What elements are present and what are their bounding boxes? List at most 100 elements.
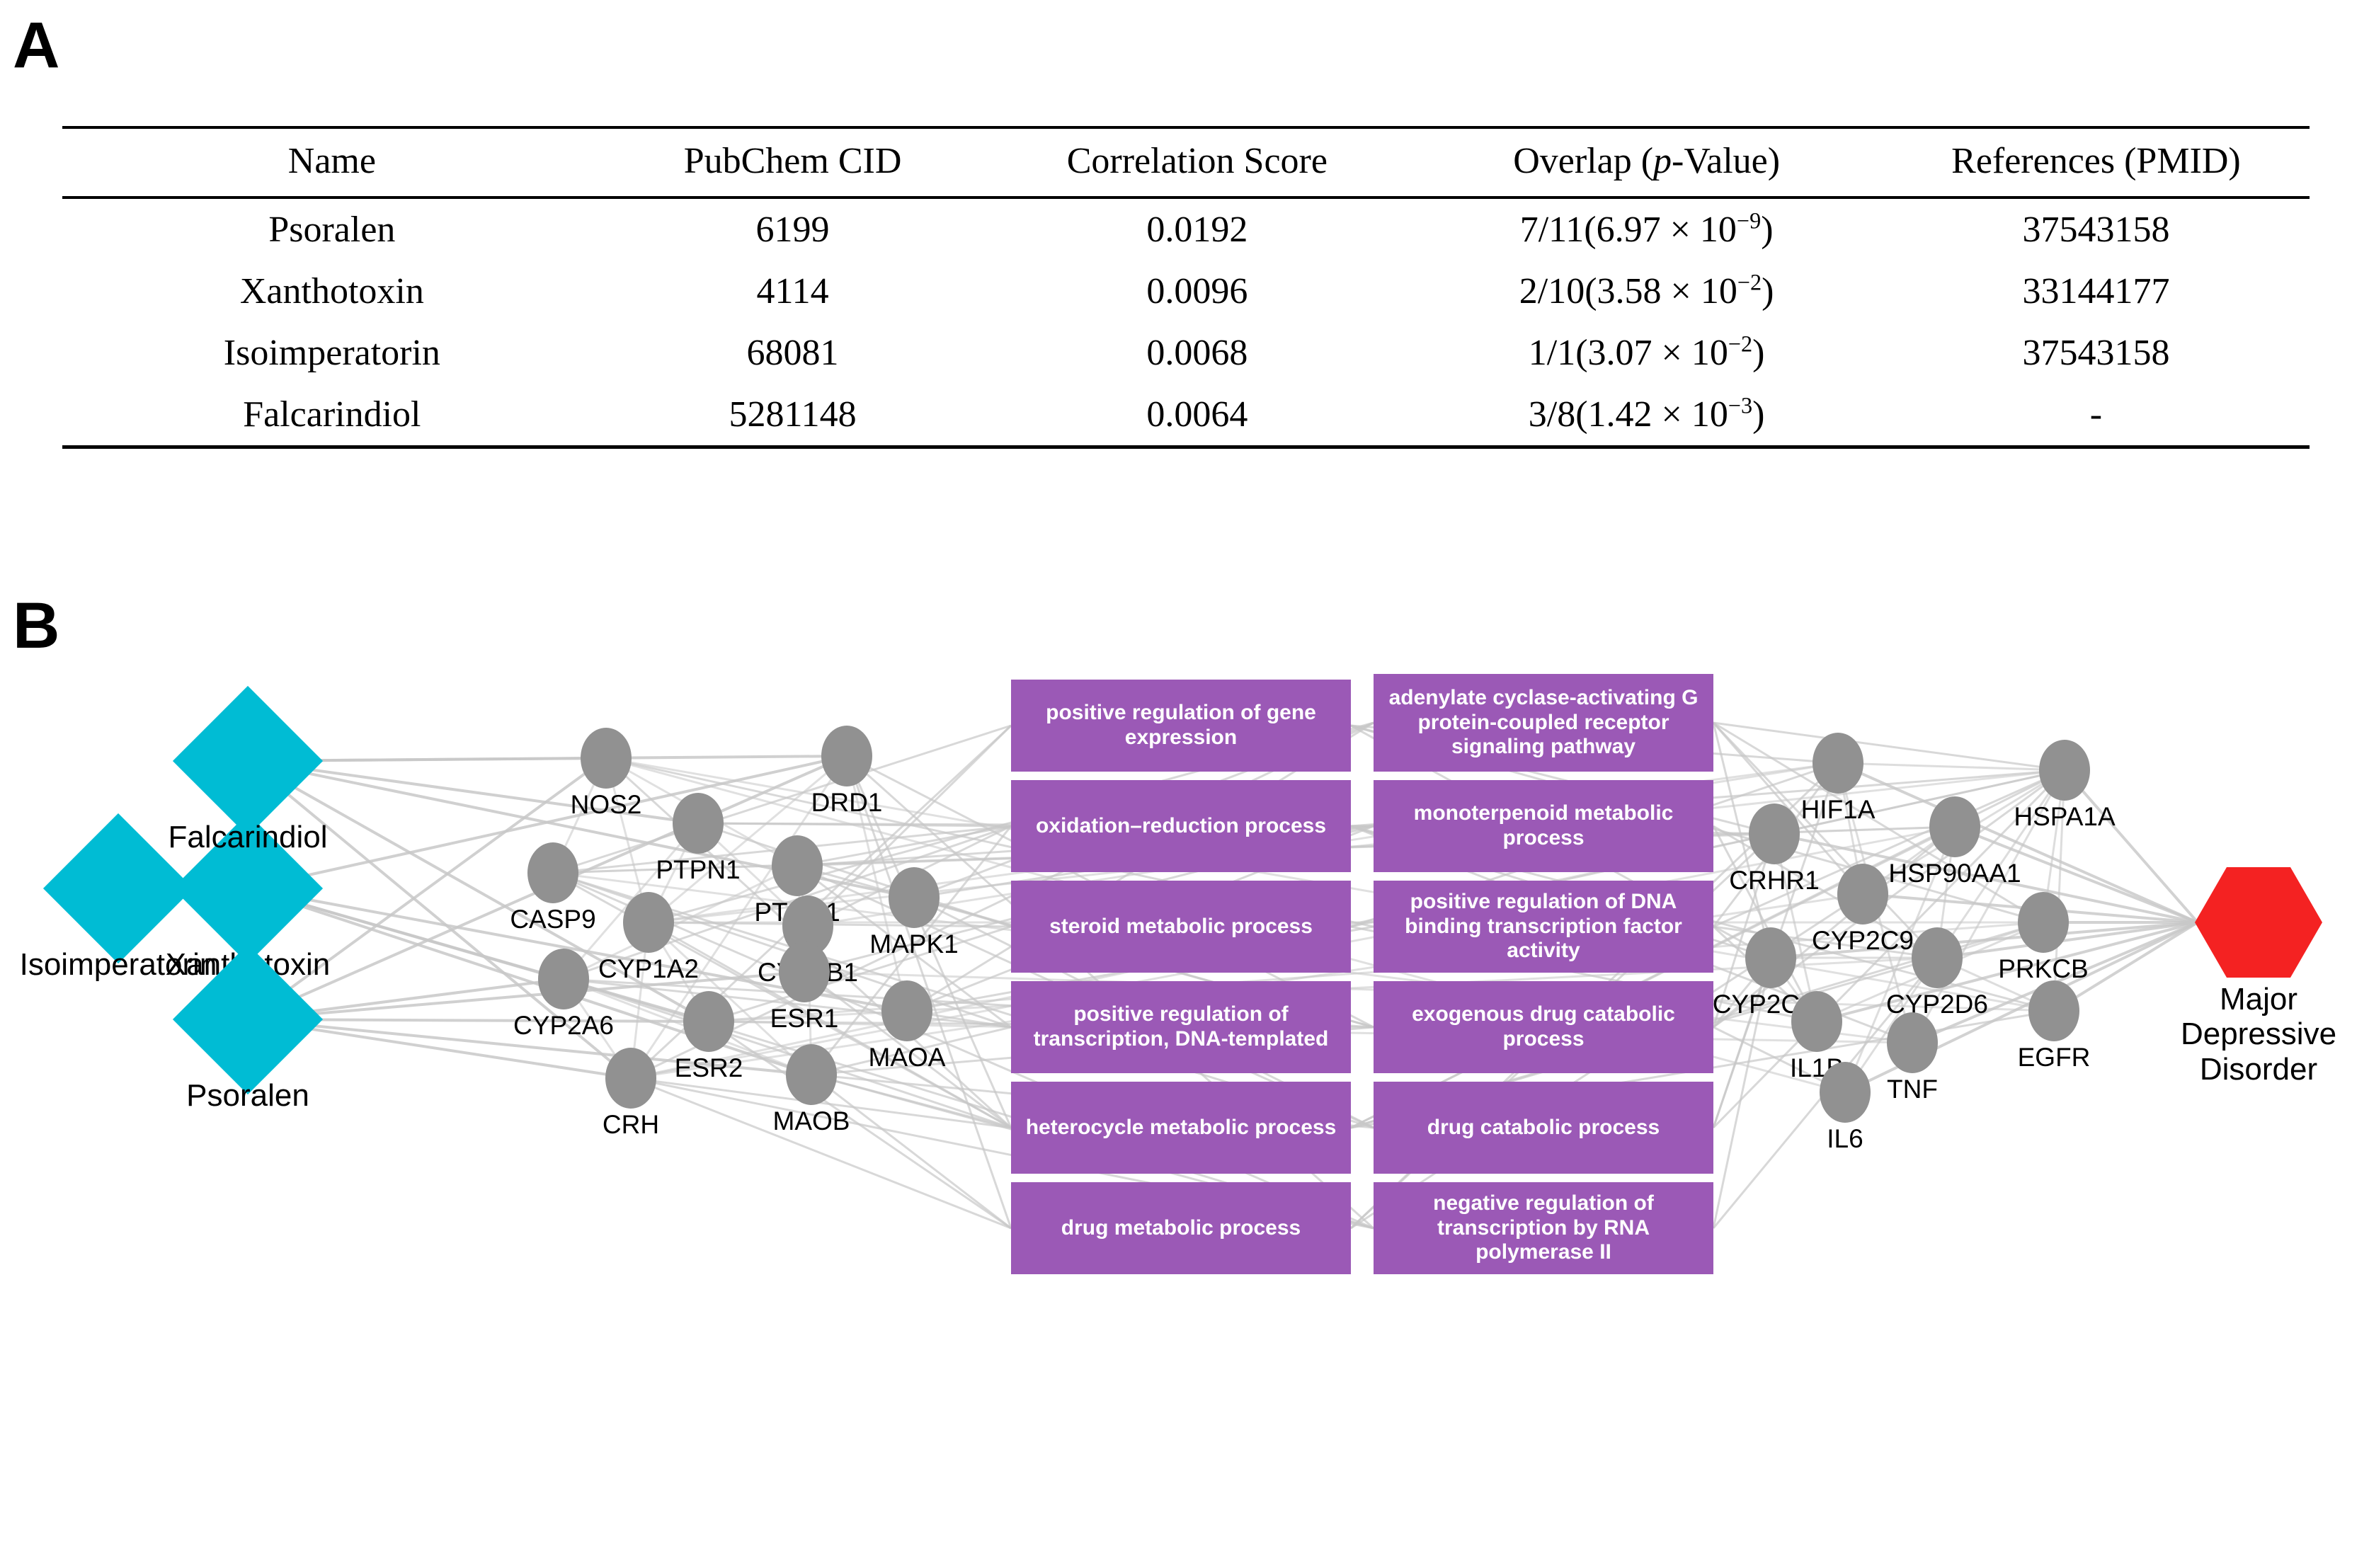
gene-node-label: HSPA1A — [2014, 802, 2116, 831]
gene-node-crh[interactable]: CRH — [603, 1048, 659, 1139]
drug-node-psoralen[interactable]: Psoralen — [172, 944, 324, 1113]
overlap-exponent: −2 — [1728, 331, 1753, 357]
gene-node-casp9[interactable]: CASP9 — [510, 842, 596, 934]
overlap-exponent: −9 — [1736, 207, 1762, 234]
gene-node-mapk1[interactable]: MAPK1 — [869, 867, 959, 958]
go-term-box[interactable]: drug catabolic process — [1374, 1082, 1713, 1174]
gene-circle-icon — [683, 991, 734, 1052]
gene-circle-icon — [527, 842, 578, 903]
gene-circle-icon — [1929, 796, 1980, 857]
overlap-main: 3/8(1.42 × 10 — [1528, 394, 1728, 435]
table-row: Xanthotoxin 4114 0.0096 2/10(3.58 × 10−2… — [62, 261, 2310, 322]
drug-node-falcarindiol[interactable]: Falcarindiol — [169, 685, 327, 854]
go-term-box[interactable]: oxidation–reduction process — [1011, 780, 1351, 872]
gene-node-label: PTPN1 — [656, 855, 741, 884]
go-term-box[interactable]: steroid metabolic process — [1011, 881, 1351, 973]
go-term-box[interactable]: negative regulation of transcription by … — [1374, 1182, 1713, 1274]
network-edge — [845, 755, 908, 1012]
network-edge — [1713, 721, 2065, 772]
gene-node-label: NOS2 — [570, 790, 642, 819]
gene-node-crhr1[interactable]: CRHR1 — [1729, 803, 1820, 895]
gene-node-egfr[interactable]: EGFR — [2018, 980, 2090, 1072]
go-term-box[interactable]: monoterpenoid metabolic process — [1374, 780, 1713, 872]
go-term-label: exogenous drug catabolic process — [1412, 1002, 1675, 1051]
go-term-label: drug metabolic process — [1061, 1215, 1301, 1240]
gene-circle-icon — [779, 942, 830, 1002]
overlap-exponent: −2 — [1737, 269, 1762, 295]
network-edge — [1774, 832, 2198, 924]
drug-node-label: Isoimperatorin — [19, 947, 217, 982]
gene-node-esr1[interactable]: ESR1 — [770, 942, 838, 1033]
gene-node-label: ESR1 — [770, 1004, 839, 1033]
go-term-box[interactable]: heterocycle metabolic process — [1011, 1082, 1351, 1174]
gene-node-ptgs1[interactable]: PTGS1 — [754, 835, 840, 927]
gene-node-ptpn1[interactable]: PTPN1 — [656, 793, 741, 884]
network-edge — [1954, 825, 2198, 924]
network-edge — [629, 755, 848, 1079]
gene-node-tnf[interactable]: TNF — [1887, 1012, 1938, 1104]
gene-node-cyp2d6[interactable]: CYP2D6 — [1886, 927, 1988, 1019]
gene-node-cyp2c9[interactable]: CYP2C9 — [1812, 864, 1914, 955]
gene-node-cyp1a2[interactable]: CYP1A2 — [598, 892, 699, 983]
gene-node-maob[interactable]: MAOB — [773, 1044, 850, 1135]
go-term-label: oxidation–reduction process — [1035, 813, 1327, 837]
go-term-label: monoterpenoid metabolic process — [1413, 801, 1674, 849]
go-term-box[interactable]: adenylate cyclase-activating G protein-c… — [1374, 674, 1713, 772]
gene-circle-icon — [2039, 740, 2090, 801]
network-edge — [811, 1073, 1012, 1230]
gene-circle-icon — [2018, 892, 2069, 953]
gene-circle-icon — [1887, 1012, 1938, 1073]
table-row: Isoimperatorin 68081 0.0068 1/1(3.07 × 1… — [62, 322, 2310, 384]
gene-circle-icon — [581, 728, 632, 789]
gene-node-label: CYP2A6 — [513, 1011, 614, 1040]
gene-circle-icon — [1820, 1062, 1871, 1123]
network-edge — [1911, 769, 2066, 1043]
go-term-box[interactable]: exogenous drug catabolic process — [1374, 981, 1713, 1073]
gene-node-hif1a[interactable]: HIF1A — [1801, 733, 1875, 824]
gene-node-il1b[interactable]: IL1B — [1790, 991, 1844, 1082]
cell-score: 0.0096 — [1146, 271, 1248, 311]
panel-b-letter: B — [13, 590, 60, 662]
gene-node-il6[interactable]: IL6 — [1820, 1062, 1871, 1153]
hexagon-icon — [2195, 867, 2322, 978]
gene-node-cyp2c19[interactable]: CYP2C19 — [1713, 927, 1829, 1019]
gene-node-cyp2a6[interactable]: CYP2A6 — [513, 949, 614, 1040]
overlap-close: ) — [1762, 271, 1774, 311]
go-term-box[interactable]: positive regulation of DNA binding trans… — [1374, 881, 1713, 973]
gene-node-nos2[interactable]: NOS2 — [571, 728, 641, 819]
network-edge — [648, 769, 2065, 924]
network-edge — [247, 760, 709, 1023]
network-edge — [804, 971, 1012, 1129]
go-term-label: adenylate cyclase-activating G protein-c… — [1388, 685, 1699, 759]
overlap-exponent: −3 — [1728, 392, 1753, 418]
column-header-correlation-score: Correlation Score — [1066, 141, 1328, 181]
gene-node-label: HSP90AA1 — [1888, 859, 2021, 888]
gene-node-esr2[interactable]: ESR2 — [675, 991, 743, 1082]
gene-node-hsp90aa1[interactable]: HSP90AA1 — [1888, 796, 2021, 888]
gene-node-hspa1a[interactable]: HSPA1A — [2014, 740, 2116, 831]
drug-target-go-disease-network: IsoimperatorinXanthotoxinFalcarindiolPso… — [0, 623, 2369, 1557]
go-term-box[interactable]: drug metabolic process — [1011, 1182, 1351, 1274]
gene-node-label: HIF1A — [1800, 795, 1876, 824]
network-edge — [246, 760, 632, 1080]
overlap-main: 7/11(6.97 × 10 — [1519, 210, 1737, 250]
go-term-label: heterocycle metabolic process — [1025, 1115, 1337, 1139]
diamond-icon — [172, 685, 324, 837]
network-edge — [1774, 769, 2065, 835]
gene-circle-icon — [1745, 927, 1796, 988]
gene-node-maoa[interactable]: MAOA — [869, 980, 945, 1072]
go-term-box[interactable]: positive regulation of transcription, DN… — [1011, 981, 1351, 1073]
column-header-name: Name — [287, 141, 376, 181]
gene-node-label: MAOB — [772, 1106, 850, 1135]
gene-circle-icon — [1837, 864, 1888, 925]
go-term-box[interactable]: positive regulation of gene expression — [1011, 680, 1351, 772]
network-edge — [1713, 825, 1956, 1029]
gene-node-label: MAPK1 — [869, 929, 959, 958]
gene-node-drd1[interactable]: DRD1 — [811, 726, 882, 817]
cell-cid: 5281148 — [729, 394, 857, 435]
network-edge — [630, 1077, 1012, 1129]
gene-node-label: TNF — [1887, 1075, 1938, 1104]
drug-node-isoimperatorin[interactable]: Isoimperatorin — [20, 813, 217, 982]
gene-node-prkcb[interactable]: PRKCB — [1998, 892, 2089, 983]
